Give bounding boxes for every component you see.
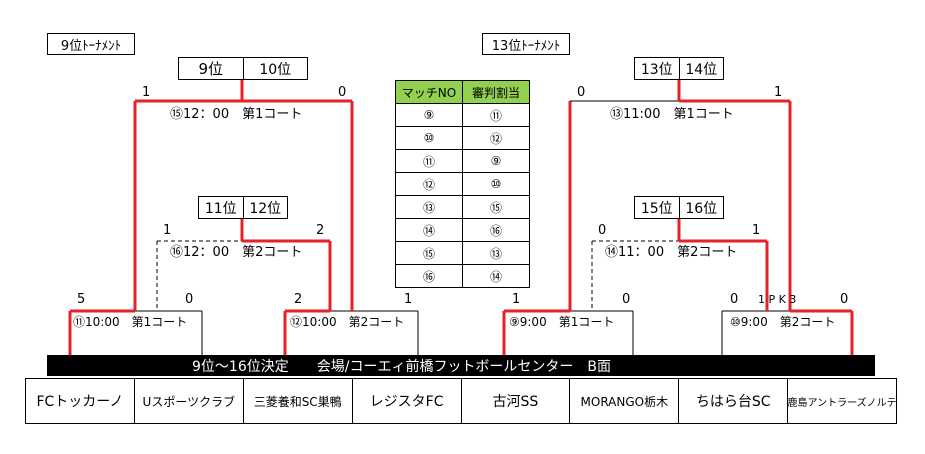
rank-13: 13位: [640, 61, 673, 78]
m14-score-right: 1: [752, 223, 761, 238]
rank-box-11-12: 11位 12位: [198, 196, 288, 219]
header-match-no: マッチNO: [395, 80, 463, 104]
m10-pk-score: 1 P K 3: [758, 293, 797, 306]
team-name: Uスポーツクラブ: [133, 379, 243, 423]
m9-score-left: 1: [512, 292, 521, 307]
m10-score-left: 0: [730, 292, 739, 307]
match-13-label: ⑬11:00 第1コート: [610, 107, 734, 122]
match-16-lines: [156, 218, 332, 311]
match-9-lines: [502, 309, 634, 355]
m11-score-left: 5: [77, 292, 86, 307]
match-11-label: ⑪10:00 第1コート: [73, 315, 188, 329]
venue-banner-text: 9位～16位決定 会場/コーエィ前橋フットボールセンター B面: [192, 358, 612, 375]
m16-score-left: 1: [163, 223, 172, 238]
m9-score-right: 0: [622, 292, 631, 307]
match-11-lines: [68, 309, 203, 355]
match-no-cell: ⑪: [395, 149, 463, 173]
team-name: ちはら台SC: [678, 379, 787, 423]
rank-16: 16位: [678, 197, 724, 218]
m13-score-left: 0: [577, 85, 586, 100]
m13-score-right: 1: [774, 85, 783, 100]
match-14-lines: [591, 218, 769, 311]
team-row: FCトッカーノ Uスポーツクラブ 三菱養和SC巣鴨 レジスタFC 古河SS MO…: [25, 378, 897, 424]
m12-score-left: 2: [294, 292, 303, 307]
match-12-label: ⑫10:00 第2コート: [290, 315, 405, 329]
match-15-label: ⑮12：00 第1コート: [170, 107, 303, 122]
match-16-label: ⑯12：00 第2コート: [170, 245, 303, 260]
referee-cell: ⑯: [462, 218, 530, 242]
match-no-cell: ⑫: [395, 172, 463, 196]
m15-score-left: 1: [142, 85, 151, 100]
m10-score-right: 0: [840, 292, 849, 307]
team-name: 鹿島アントラーズノルテ: [787, 379, 896, 423]
venue-banner: 9位～16位決定 会場/コーエィ前橋フットボールセンター B面: [47, 355, 875, 376]
right-tournament-title: 13位ﾄｰﾅﾒﾝﾄ: [482, 33, 570, 55]
referee-cell: ⑩: [462, 172, 530, 196]
match-no-cell: ⑭: [395, 218, 463, 242]
rank-9: 9位: [198, 60, 224, 78]
match-no-cell: ⑩: [395, 126, 463, 150]
left-tournament-title: 9位ﾄｰﾅﾒﾝﾄ: [47, 33, 135, 55]
team-name: 古河SS: [460, 379, 570, 423]
rank-box-9-10: 9位 10位: [178, 57, 308, 80]
match-no-cell: ⑯: [395, 264, 463, 288]
header-referee: 審判割当: [462, 80, 530, 104]
match-no-cell: ⑮: [395, 241, 463, 265]
rank-14: 14位: [678, 58, 724, 79]
match-13-lines: [568, 79, 792, 311]
m14-score-left: 0: [598, 223, 607, 238]
match-no-cell: ⑨: [395, 103, 463, 127]
match-10-label: ⑩9:00 第2コート: [730, 315, 836, 329]
team-name: MORANGO栃木: [569, 379, 678, 423]
m15-score-right: 0: [338, 85, 347, 100]
rank-box-15-16: 15位 16位: [634, 196, 724, 219]
referee-cell: ⑨: [462, 149, 530, 173]
m11-score-right: 0: [185, 292, 194, 307]
rank-15: 15位: [640, 200, 673, 217]
referee-cell: ⑫: [462, 126, 530, 150]
match-9-label: ⑨9:00 第1コート: [509, 315, 615, 329]
referee-cell: ⑭: [462, 264, 530, 288]
match-12-lines: [283, 309, 419, 355]
team-name: レジスタFC: [351, 379, 461, 423]
rank-11: 11位: [204, 200, 237, 217]
referee-cell: ⑮: [462, 195, 530, 219]
match-10-lines: [721, 309, 854, 355]
rank-12: 12位: [242, 197, 288, 218]
rank-10: 10位: [242, 58, 308, 79]
team-name: FCトッカーノ: [36, 394, 124, 410]
m16-score-right: 2: [316, 223, 325, 238]
referee-cell: ⑪: [462, 103, 530, 127]
referee-table-header: マッチNO 審判割当: [395, 80, 530, 104]
match-15-lines: [133, 79, 354, 311]
team-name: 三菱養和SC巣鴨: [242, 379, 352, 423]
match-14-label: ⑭11：00 第2コート: [605, 245, 738, 260]
referee-cell: ⑬: [462, 241, 530, 265]
match-no-cell: ⑬: [395, 195, 463, 219]
m12-score-right: 1: [404, 292, 413, 307]
rank-box-13-14: 13位 14位: [634, 57, 724, 80]
